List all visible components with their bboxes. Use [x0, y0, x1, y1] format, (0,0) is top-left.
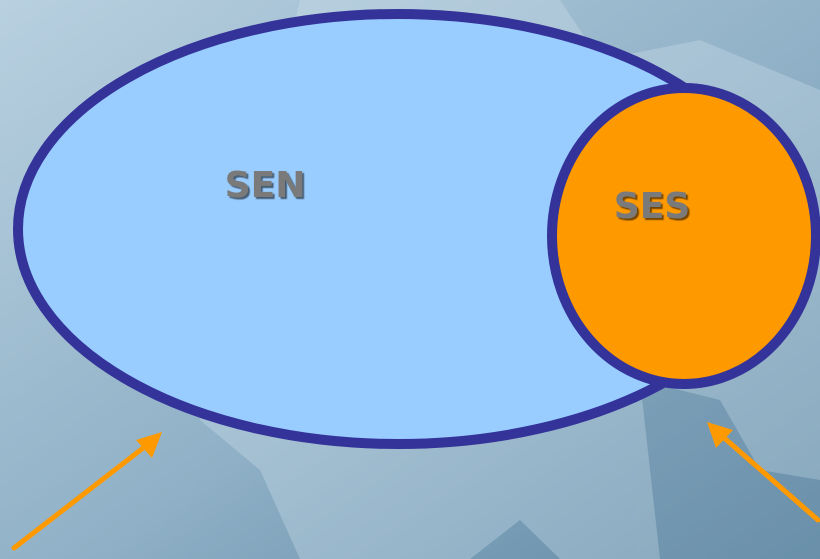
arrow-up-right-icon — [11, 432, 162, 551]
inner-circle-ses — [547, 83, 820, 389]
arrow-up-left-icon — [707, 422, 820, 523]
sen-label: SEN — [225, 165, 306, 206]
ses-label: SES — [614, 186, 690, 227]
landmass-shape-2 — [640, 380, 820, 559]
